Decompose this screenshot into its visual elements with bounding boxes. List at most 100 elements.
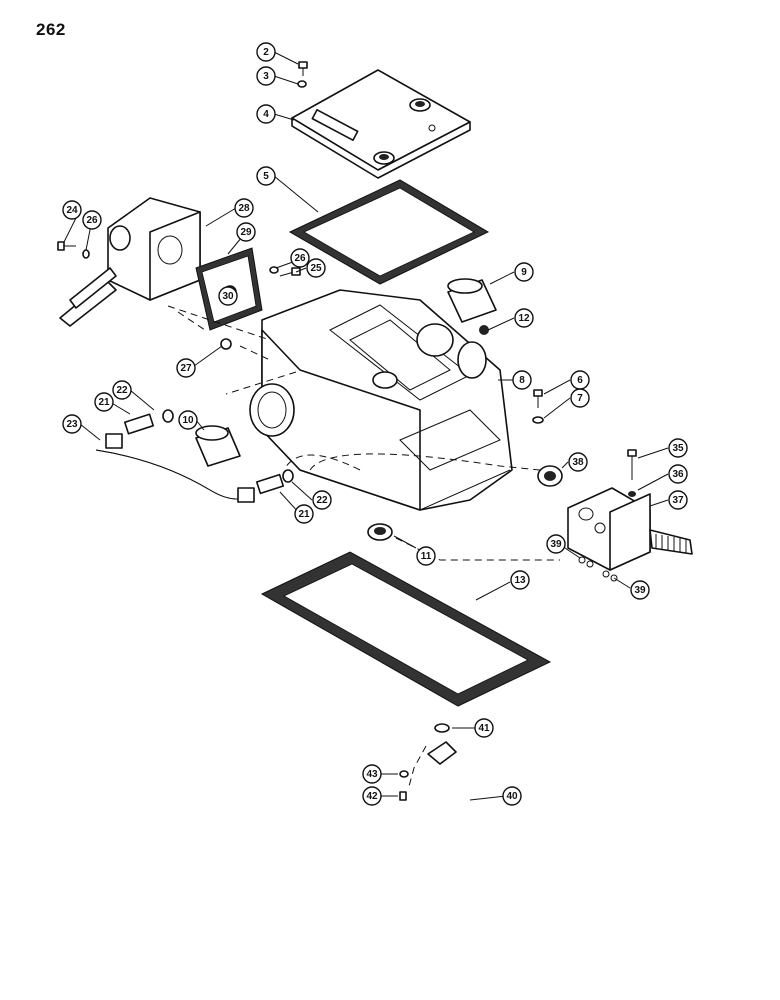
- bolt-6: [533, 389, 543, 408]
- fitting-21b: [255, 473, 285, 495]
- callout-2: 2: [256, 42, 276, 62]
- callout-number: 10: [182, 415, 194, 426]
- callout-4: 4: [256, 104, 276, 124]
- callout-24: 24: [62, 200, 82, 220]
- callout-39: 39: [546, 534, 566, 554]
- callout-number: 3: [263, 71, 269, 82]
- tube-assembly-23: [95, 433, 255, 503]
- callout-28: 28: [234, 198, 254, 218]
- callout-number: 22: [116, 385, 128, 396]
- callout-6: 6: [570, 370, 590, 390]
- callout-21: 21: [294, 504, 314, 524]
- callout-41: 41: [474, 718, 494, 738]
- washer-3: [297, 80, 307, 88]
- bushing-9: [447, 278, 497, 323]
- seal-11: [367, 523, 393, 541]
- callout-number: 24: [66, 205, 78, 216]
- callout-13: 13: [510, 570, 530, 590]
- suction-tube-40: [427, 741, 481, 901]
- callout-23: 23: [62, 414, 82, 434]
- oring-22a: [162, 409, 174, 423]
- bolt-24: [57, 241, 76, 251]
- oring-22b: [282, 469, 294, 483]
- callout-40: 40: [502, 786, 522, 806]
- callout-number: 25: [310, 263, 322, 274]
- callout-number: 39: [634, 585, 646, 596]
- top-gasket: [288, 179, 490, 285]
- callout-27: 27: [176, 358, 196, 378]
- callout-7: 7: [570, 388, 590, 408]
- callout-25: 25: [306, 258, 326, 278]
- callout-number: 38: [572, 457, 584, 468]
- callout-number: 30: [222, 291, 234, 302]
- nut-27: [220, 338, 232, 350]
- callout-38: 38: [568, 452, 588, 472]
- callout-37: 37: [668, 490, 688, 510]
- bushing-10: [195, 425, 241, 467]
- callout-21: 21: [94, 392, 114, 412]
- callout-26: 26: [82, 210, 102, 230]
- callout-number: 22: [316, 495, 328, 506]
- seal-38: [537, 465, 563, 487]
- callout-number: 40: [506, 791, 518, 802]
- callout-35: 35: [668, 438, 688, 458]
- leader-lines: [63, 51, 669, 801]
- callout-30: 30: [218, 286, 238, 306]
- bolt-35: [627, 449, 637, 480]
- cover-plate: [291, 69, 471, 179]
- callout-12: 12: [514, 308, 534, 328]
- callout-5: 5: [256, 166, 276, 186]
- callout-number: 27: [180, 363, 192, 374]
- washer-41: [434, 723, 450, 733]
- valve-37: [567, 487, 693, 571]
- callout-10: 10: [178, 410, 198, 430]
- callout-number: 26: [294, 253, 306, 264]
- callout-number: 9: [521, 267, 527, 278]
- callout-number: 12: [518, 313, 530, 324]
- callout-number: 7: [577, 393, 583, 404]
- callout-number: 42: [366, 791, 378, 802]
- nut-12: [479, 325, 489, 335]
- callout-43: 43: [362, 764, 382, 784]
- callout-number: 2: [263, 47, 269, 58]
- callout-9: 9: [514, 262, 534, 282]
- callout-number: 8: [519, 375, 525, 386]
- callout-number: 43: [366, 769, 378, 780]
- callout-number: 28: [238, 203, 250, 214]
- screw-42: [399, 791, 407, 801]
- main-housing: [249, 289, 513, 511]
- callout-number: 37: [672, 495, 684, 506]
- washer-36: [628, 491, 636, 497]
- callout-22: 22: [312, 490, 332, 510]
- callout-number: 5: [263, 171, 269, 182]
- control-valve-28: [59, 197, 201, 327]
- callout-39: 39: [630, 580, 650, 600]
- callout-11: 11: [416, 546, 436, 566]
- callout-number: 4: [263, 109, 269, 120]
- callout-42: 42: [362, 786, 382, 806]
- callout-29: 29: [236, 222, 256, 242]
- bolt-2: [298, 61, 308, 76]
- callout-36: 36: [668, 464, 688, 484]
- callout-number: 36: [672, 469, 684, 480]
- callout-number: 41: [478, 723, 490, 734]
- washer-43: [399, 770, 409, 778]
- callout-number: 26: [86, 215, 98, 226]
- callout-number: 21: [98, 397, 110, 408]
- callout-number: 21: [298, 509, 310, 520]
- callout-number: 6: [577, 375, 583, 386]
- callout-number: 13: [514, 575, 526, 586]
- callout-8: 8: [512, 370, 532, 390]
- callout-26: 26: [290, 248, 310, 268]
- page-number: 262: [36, 20, 66, 39]
- callout-22: 22: [112, 380, 132, 400]
- washer-26a: [82, 249, 90, 259]
- washer-7: [532, 416, 544, 424]
- oring-39a: [578, 556, 594, 568]
- callout-number: 23: [66, 419, 78, 430]
- oring-39b: [602, 570, 618, 582]
- callout-number: 29: [240, 227, 252, 238]
- bottom-gasket-13: [260, 551, 552, 707]
